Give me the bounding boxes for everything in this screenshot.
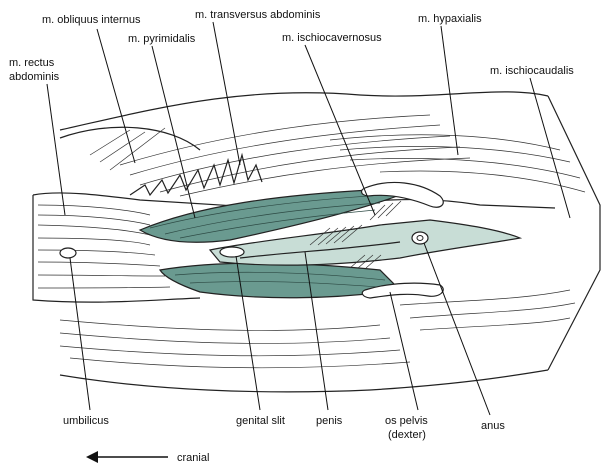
label-ischiocavernosus: m. ischiocavernosus	[282, 32, 382, 44]
label-os-pelvis-2: (dexter)	[388, 429, 426, 441]
hatching	[309, 200, 402, 269]
label-transversus-abdominis: m. transversus abdominis	[195, 9, 321, 21]
direction-arrow	[86, 451, 168, 463]
label-hypaxialis: m. hypaxialis	[418, 13, 482, 25]
label-direction: cranial	[177, 452, 209, 464]
leader-lines	[46, 21, 571, 416]
os-pelvis-bones	[361, 181, 444, 299]
penis-region	[208, 219, 523, 266]
umbilicus-opening	[59, 247, 77, 259]
label-penis: penis	[316, 415, 343, 427]
label-ischiocaudalis: m. ischiocaudalis	[490, 65, 574, 77]
label-rectus-abdominis-1: m. rectus	[9, 57, 55, 69]
rectus-fibers	[37, 204, 171, 289]
label-rectus-abdominis-2: abdominis	[9, 71, 60, 83]
lower-fibers	[59, 289, 576, 369]
label-umbilicus: umbilicus	[63, 415, 109, 427]
label-obliquus-internus: m. obliquus internus	[42, 14, 141, 26]
genital-slit-opening	[219, 246, 245, 258]
labels: m. obliquus internus m. transversus abdo…	[9, 9, 574, 464]
label-genital-slit: genital slit	[236, 415, 285, 427]
label-pyrimidalis: m. pyrimidalis	[128, 33, 196, 45]
arrow-left-icon	[86, 451, 98, 463]
openings	[59, 231, 429, 259]
label-os-pelvis-1: os pelvis	[385, 415, 428, 427]
transversus-serration	[129, 152, 263, 197]
label-anus: anus	[481, 420, 505, 432]
